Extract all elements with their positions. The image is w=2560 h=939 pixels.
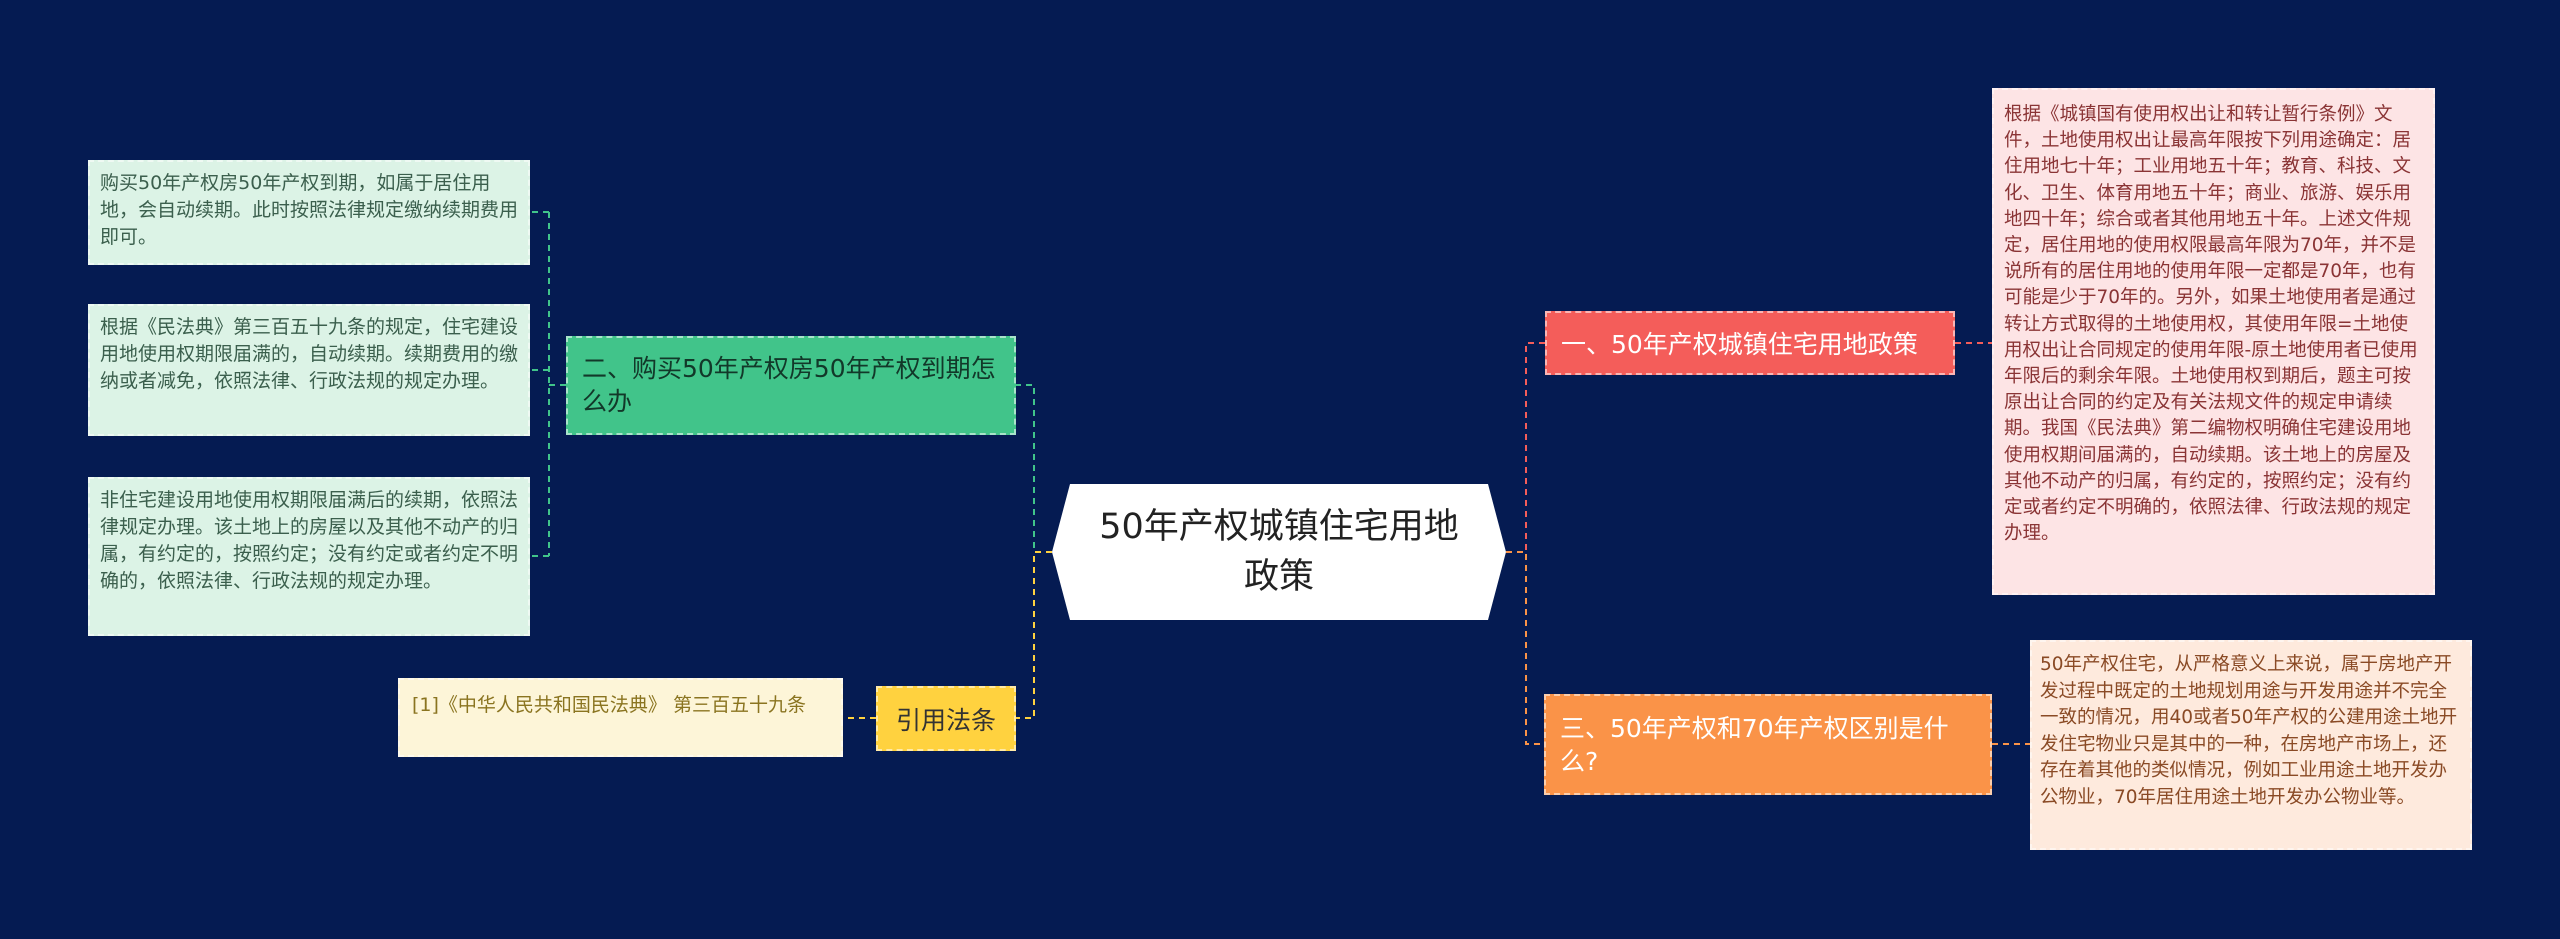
leaf-node-policy-detail[interactable]: 根据《城镇国有使用权出让和转让暂行条例》文件，土地使用权出让最高年限按下列用途确… <box>1992 88 2435 595</box>
branch-node-policy[interactable]: 一、50年产权城镇住宅用地政策 <box>1545 311 1955 375</box>
leaf-node-auto-renewal-text: 购买50年产权房50年产权到期，如属于居住用地，会自动续期。此时按照法律规定缴纳… <box>100 172 519 248</box>
connector-center-b2 <box>1016 384 1052 553</box>
branch-node-difference-label: 三、50年产权和70年产权区别是什么? <box>1560 714 1949 776</box>
central-topic-label: 50年产权城镇住宅用地政策 <box>1099 507 1459 597</box>
branch-node-renewal-label: 二、购买50年产权房50年产权到期怎么办 <box>582 354 996 416</box>
leaf-node-difference-detail-text: 50年产权住宅，从严格意义上来说，属于房地产开发过程中既定的土地规划用途与开发用… <box>2040 654 2458 808</box>
branch-node-renewal[interactable]: 二、购买50年产权房50年产权到期怎么办 <box>566 336 1016 435</box>
connector-center-cite <box>1016 551 1052 719</box>
connector-center-b3 <box>1506 551 1544 745</box>
connector-center-b1 <box>1506 342 1545 553</box>
connector-b2-leaves <box>530 211 566 557</box>
leaf-node-non-residential-text: 非住宅建设用地使用权期限届满后的续期，依照法律规定办理。该土地上的房屋以及其他不… <box>100 489 519 592</box>
branch-node-citation-label: 引用法条 <box>895 705 996 735</box>
leaf-node-non-residential[interactable]: 非住宅建设用地使用权期限届满后的续期，依照法律规定办理。该土地上的房屋以及其他不… <box>88 477 530 636</box>
leaf-node-civil-code-359-text: 根据《民法典》第三百五十九条的规定，住宅建设用地使用权期限届满的，自动续期。续期… <box>100 316 519 392</box>
branch-node-difference[interactable]: 三、50年产权和70年产权区别是什么? <box>1544 694 1992 795</box>
leaf-node-civil-code-359[interactable]: 根据《民法典》第三百五十九条的规定，住宅建设用地使用权期限届满的，自动续期。续期… <box>88 304 530 436</box>
central-topic[interactable]: 50年产权城镇住宅用地政策 <box>1052 484 1506 620</box>
leaf-node-difference-detail[interactable]: 50年产权住宅，从严格意义上来说，属于房地产开发过程中既定的土地规划用途与开发用… <box>2030 640 2472 850</box>
leaf-node-policy-detail-text: 根据《城镇国有使用权出让和转让暂行条例》文件，土地使用权出让最高年限按下列用途确… <box>2004 104 2418 545</box>
branch-node-policy-label: 一、50年产权城镇住宅用地政策 <box>1561 330 1918 359</box>
branch-node-citation[interactable]: 引用法条 <box>876 686 1016 751</box>
leaf-node-auto-renewal[interactable]: 购买50年产权房50年产权到期，如属于居住用地，会自动续期。此时按照法律规定缴纳… <box>88 160 530 265</box>
leaf-node-citation-text: [1]《中华人民共和国民法典》 第三百五十九条 <box>412 694 806 716</box>
leaf-node-citation[interactable]: [1]《中华人民共和国民法典》 第三百五十九条 <box>398 678 843 757</box>
